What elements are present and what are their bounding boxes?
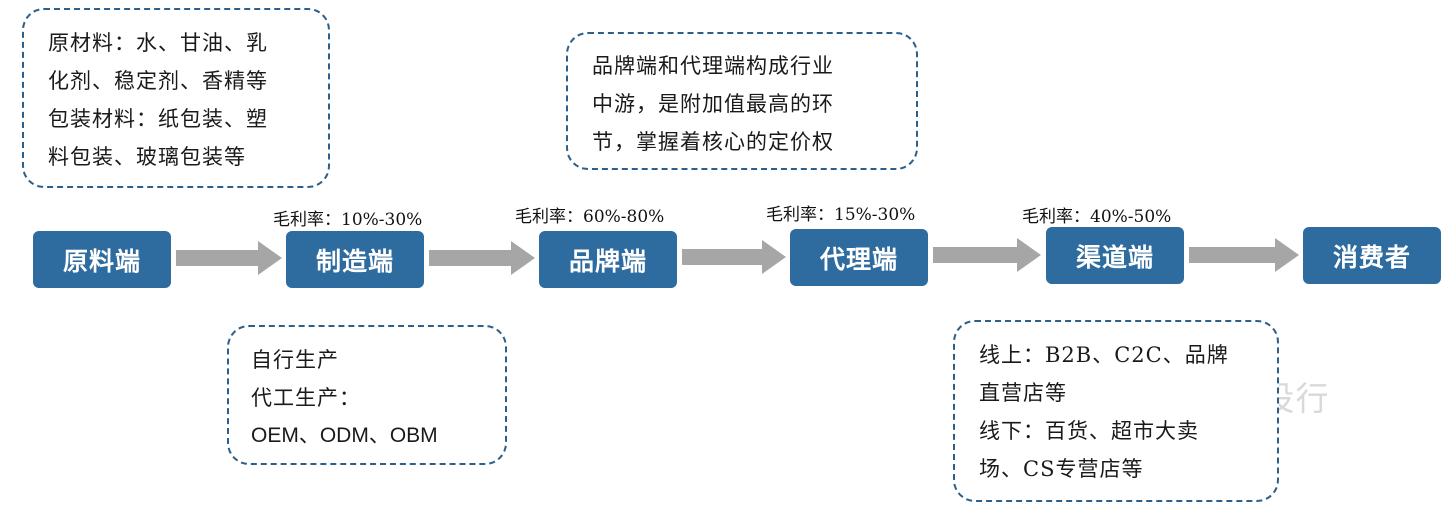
margin-label-manufacturing: 毛利率：10%-30% [273, 210, 423, 230]
margin-label-channel: 毛利率：40%-50% [1022, 207, 1172, 227]
note-line: 线上：B2B、C2C、品牌 [979, 343, 1229, 367]
node-agent: 代理端 [790, 229, 928, 286]
note-line: 线下：百货、超市大卖 [979, 419, 1199, 443]
note-line: 品牌端和代理端构成行业 [592, 54, 834, 78]
note-line: 直营店等 [979, 381, 1067, 405]
arrow-icon [933, 238, 1041, 272]
margin-label-brand: 毛利率：60%-80% [515, 207, 665, 227]
note-line: 场、CS专营店等 [979, 457, 1144, 481]
note-line: 化剂、稳定剂、香精等 [48, 69, 268, 93]
note-line: 代工生产： [251, 386, 361, 410]
note-manufacturing: 自行生产 代工生产： OEM、ODM、OBM [227, 325, 507, 465]
node-consumer: 消费者 [1303, 227, 1441, 284]
note-brand: 品牌端和代理端构成行业 中游，是附加值最高的环 节，掌握着核心的定价权 [566, 32, 918, 170]
note-line: 中游，是附加值最高的环 [592, 92, 834, 116]
note-line: 料包装、玻璃包装等 [48, 145, 246, 169]
note-line: OEM、ODM、OBM [251, 424, 438, 447]
note-line: 包装材料：纸包装、塑 [48, 107, 268, 131]
note-line: 原材料：水、甘油、乳 [48, 31, 268, 55]
node-raw-material: 原料端 [33, 231, 171, 288]
note-channel: 线上：B2B、C2C、品牌 直营店等 线下：百货、超市大卖 场、CS专营店等 [953, 320, 1279, 502]
arrow-icon [1189, 238, 1299, 272]
node-channel: 渠道端 [1046, 227, 1184, 284]
note-line: 自行生产 [251, 348, 339, 372]
arrow-icon [429, 241, 535, 275]
node-brand: 品牌端 [539, 231, 677, 288]
note-line: 节，掌握着核心的定价权 [592, 130, 834, 154]
node-manufacturing: 制造端 [286, 231, 424, 288]
arrow-icon [176, 241, 282, 275]
note-raw-materials: 原材料：水、甘油、乳 化剂、稳定剂、香精等 包装材料：纸包装、塑 料包装、玻璃包… [22, 8, 330, 188]
margin-label-agent: 毛利率：15%-30% [766, 205, 916, 225]
arrow-icon [682, 240, 786, 274]
